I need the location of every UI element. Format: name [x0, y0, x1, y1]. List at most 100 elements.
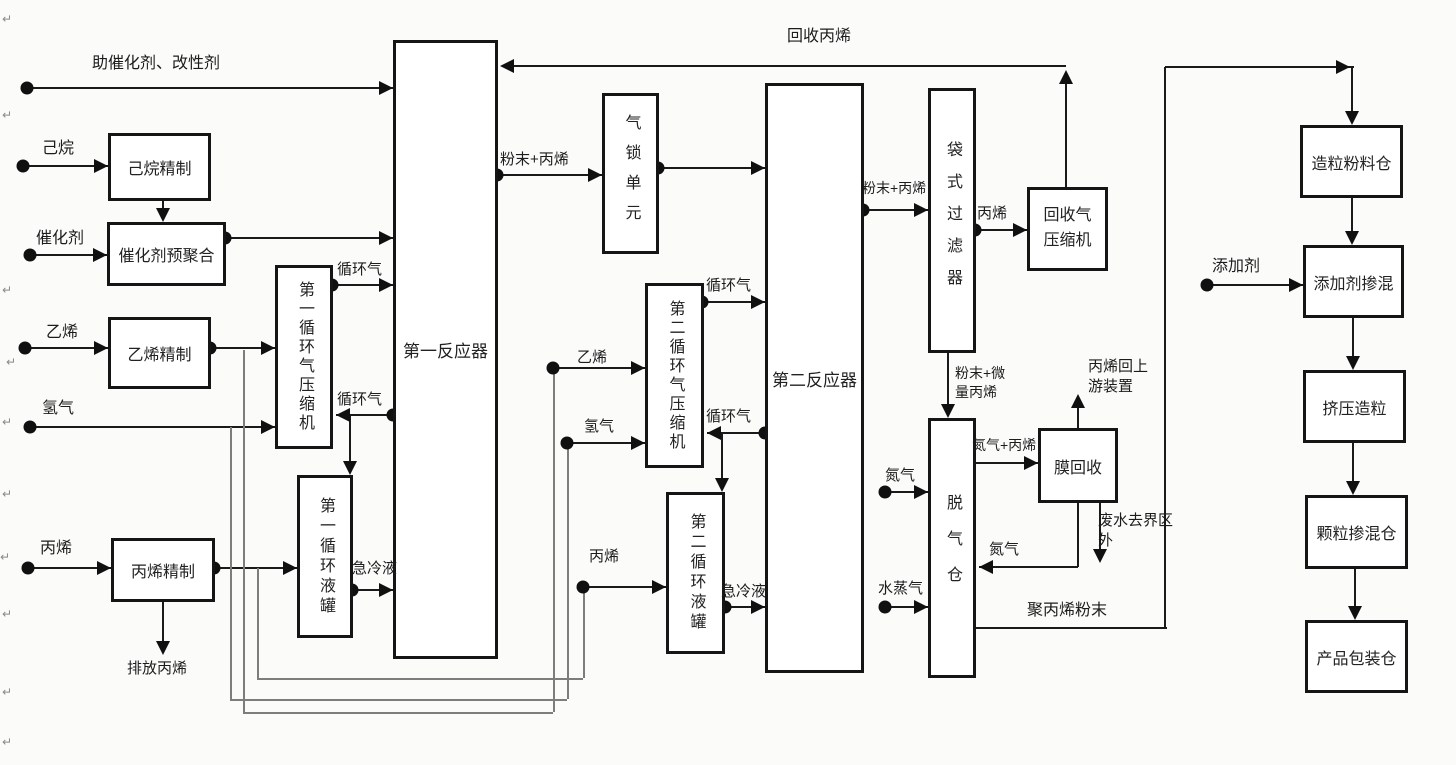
- flow-line: [349, 415, 351, 471]
- flow-line: [947, 352, 949, 414]
- return-mark-icon: ↵: [2, 607, 13, 621]
- flow-line: [23, 165, 108, 167]
- stream-label-hydrogen-1: 氢气: [42, 400, 75, 417]
- node-degassing-bin: 脱气仓: [928, 418, 976, 678]
- routing-line: [257, 568, 259, 678]
- stream-label-nitrogen-return: 氮气: [989, 541, 1020, 558]
- junction-dot: [1200, 278, 1214, 292]
- return-mark-icon: ↵: [2, 685, 13, 699]
- arrowhead-right-icon: [379, 278, 393, 292]
- junction-dot: [560, 436, 574, 450]
- arrowhead-left-icon: [500, 59, 514, 73]
- stream-label-catalyst: 催化剂: [36, 230, 85, 247]
- flow-line: [210, 347, 275, 349]
- node-additive-blending: 添加剂掺混: [1303, 245, 1404, 318]
- flow-line: [707, 432, 765, 434]
- return-mark-icon: ↵: [2, 12, 13, 26]
- node-pellet-powder-silo: 造粒粉料仓: [1300, 125, 1403, 198]
- stream-label-hexane: 己烷: [42, 140, 75, 157]
- arrowhead-right-icon: [914, 485, 928, 499]
- node-label: 造粒粉料仓: [1311, 155, 1392, 173]
- stream-label-propylene-to-recovery: 丙烯: [977, 205, 1008, 222]
- arrowhead-down-icon: [1345, 111, 1359, 125]
- node-label: 添加剂掺混: [1313, 275, 1394, 293]
- node-label: 挤压造粒: [1322, 400, 1387, 418]
- stream-label-propylene-1: 丙烯: [40, 540, 73, 557]
- stream-label-cycle-gas-2-return: 循环气: [706, 408, 752, 425]
- node-second-cycle-gas-compressor: 第二循环气压缩机: [645, 283, 704, 468]
- stream-label-powder-propylene-2: 粉末+丙烯: [862, 180, 927, 196]
- flow-line: [1099, 502, 1101, 559]
- arrowhead-left-icon: [336, 408, 350, 422]
- node-hexane-refining: 己烷精制: [108, 133, 211, 201]
- node-label: 袋式过滤器: [944, 140, 961, 301]
- routing-line: [583, 587, 585, 678]
- arrowhead-up-icon: [1071, 394, 1085, 408]
- arrowhead-down-icon: [941, 404, 955, 418]
- junction-dot: [16, 159, 30, 173]
- arrowhead-down-icon: [1348, 606, 1362, 620]
- flow-line: [497, 174, 602, 176]
- stream-label-nitrogen-propylene: 氮气+丙烯: [972, 437, 1037, 453]
- arrowhead-right-icon: [94, 159, 108, 173]
- flow-line: [25, 347, 108, 349]
- node-label: 回收气压缩机: [1043, 207, 1092, 249]
- arrowhead-left-icon: [707, 426, 721, 440]
- arrowhead-right-icon: [283, 561, 297, 575]
- flow-line: [1351, 67, 1353, 121]
- arrowhead-right-icon: [588, 168, 602, 182]
- routing-line: [553, 368, 555, 712]
- stream-label-ethylene-1: 乙烯: [46, 324, 79, 341]
- node-recovery-gas-compressor: 回收气压缩机: [1027, 187, 1108, 271]
- stream-label-quench-liquid-1: 急冷液: [352, 560, 398, 577]
- arrowhead-down-icon: [715, 478, 729, 492]
- return-mark-icon: ↵: [2, 487, 13, 501]
- node-first-cycle-liquid-tank: 第一循环液罐: [297, 475, 353, 638]
- stream-label-pp-powder: 聚丙烯粉末: [1027, 602, 1108, 619]
- node-label: 脱气仓: [944, 494, 961, 602]
- arrowhead-down-icon: [1093, 549, 1107, 563]
- return-mark-icon: ↵: [2, 283, 13, 297]
- node-pellet-blending-silo: 颗粒掺混仓: [1305, 495, 1408, 569]
- node-label: 己烷精制: [127, 161, 192, 178]
- node-label: 乙烯精制: [127, 347, 192, 364]
- stream-label-powder-trace-propylene: 粉末+微量丙烯: [955, 365, 1006, 400]
- arrowhead-right-icon: [97, 561, 111, 575]
- junction-dot: [18, 341, 32, 355]
- arrowhead-right-icon: [652, 580, 666, 594]
- stream-label-steam-in: 水蒸气: [878, 580, 924, 597]
- flow-line: [1164, 67, 1166, 628]
- arrowhead-down-icon: [156, 641, 170, 655]
- junction-dot: [23, 248, 37, 262]
- node-label: 第一循环液罐: [317, 496, 334, 617]
- routing-line: [230, 699, 567, 701]
- arrowhead-right-icon: [379, 583, 393, 597]
- node-label: 第二循环液罐: [687, 513, 705, 633]
- flow-line: [885, 491, 928, 493]
- arrowhead-right-icon: [261, 341, 275, 355]
- stream-label-cycle-gas-2-top: 循环气: [706, 277, 752, 294]
- flow-line: [1354, 568, 1356, 616]
- flow-line: [30, 426, 275, 428]
- flow-line: [975, 462, 1038, 464]
- flow-line: [214, 567, 297, 569]
- node-gas-lock-unit: 气锁单元: [602, 93, 659, 254]
- flow-line: [1065, 72, 1067, 187]
- node-second-reactor: 第二反应器: [765, 83, 864, 673]
- stream-label-hydrogen-2: 氢气: [584, 418, 615, 435]
- flow-line: [505, 65, 1066, 67]
- stream-label-propylene-2: 丙烯: [589, 548, 620, 565]
- return-mark-icon: ↵: [2, 415, 13, 429]
- arrowhead-up-icon: [1059, 70, 1073, 84]
- junction-dot: [878, 600, 892, 614]
- flow-line: [885, 606, 928, 608]
- arrowhead-right-icon: [751, 295, 765, 309]
- node-label: 膜回收: [1053, 459, 1102, 477]
- arrowhead-down-icon: [1346, 356, 1360, 370]
- flow-line: [583, 586, 668, 588]
- flow-line: [567, 442, 645, 444]
- flow-line: [162, 601, 164, 651]
- node-label: 第二反应器: [772, 370, 857, 390]
- arrowhead-right-icon: [1013, 223, 1027, 237]
